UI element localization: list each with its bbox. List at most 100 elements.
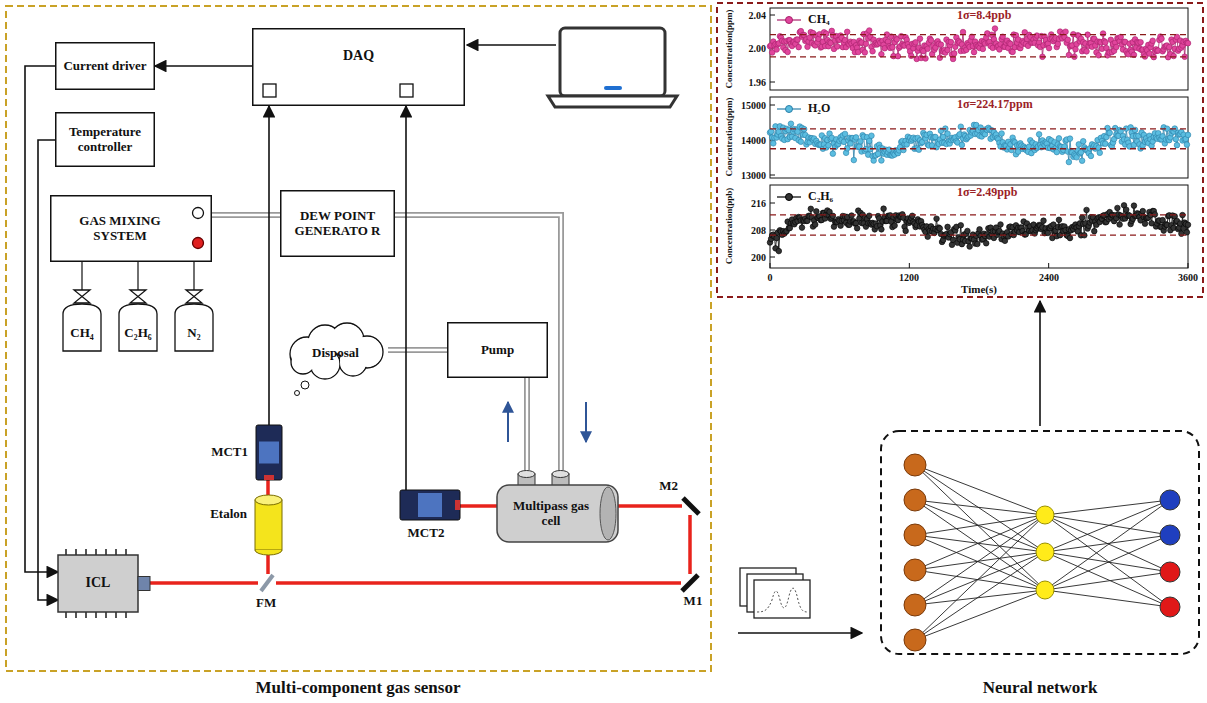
sigma-label: 1σ=2.49ppb: [955, 186, 1019, 199]
signal-wire: [193, 262, 194, 290]
connector-group: [138, 262, 139, 290]
box-outline: [56, 43, 155, 90]
cylinder-valve: [74, 290, 90, 303]
text-area: Pump: [453, 322, 542, 378]
legend-sample: [786, 17, 793, 24]
cell-port: [518, 471, 535, 478]
connector-group: [406, 106, 407, 490]
sigma-line: [770, 128, 1188, 129]
flip-mirror-plate: [261, 575, 273, 591]
data-points: [767, 203, 1191, 254]
node-shape: [60, 290, 104, 352]
tick-mark: [770, 257, 775, 258]
port-square: [263, 84, 276, 97]
gas-cylinder: CH₄: [60, 290, 104, 352]
network-neurons: [904, 454, 1180, 651]
node-label: N₂: [187, 326, 200, 341]
tick-mark: [770, 15, 775, 16]
connector-group: [460, 506, 497, 507]
mirror: M2: [682, 497, 700, 515]
connector-group: [388, 350, 447, 351]
cell-body: [497, 485, 618, 542]
detector-body: [400, 490, 460, 520]
box-outline: [281, 191, 395, 257]
tick-label: 14000: [741, 135, 766, 146]
laser-beam: [266, 555, 270, 574]
laptop-base: [548, 96, 677, 107]
legend-samples: [775, 13, 803, 204]
node-label: C₂H₆: [124, 326, 151, 341]
tube-bore: [388, 349, 447, 351]
connector-group: [268, 480, 269, 495]
signal-wire: [137, 262, 138, 290]
legend-label: CH₄: [806, 13, 832, 26]
tick-mark: [770, 82, 775, 83]
pump-box: Pump: [447, 322, 548, 378]
text-area: N₂: [172, 314, 216, 352]
node-shape: [116, 290, 160, 352]
gas-tube: [524, 378, 530, 470]
node-shape: [880, 430, 1200, 655]
mixing-box: GAS MIXING SYSTEM: [50, 195, 212, 262]
etalon-end: [255, 495, 282, 505]
flip-mirror: FM: [258, 574, 276, 592]
gas-cylinder: N₂: [172, 290, 216, 352]
laser-beam: [276, 581, 681, 585]
connector-group: [150, 583, 258, 584]
tick-label: 2.00: [749, 43, 767, 54]
connector-group: [194, 262, 195, 290]
connector-group: [268, 555, 269, 574]
cylinder-valve: [186, 290, 202, 303]
disposal-cloud: Disposal: [283, 322, 388, 377]
signal-wire: [81, 262, 82, 290]
sigma-line: [770, 234, 1188, 235]
node-label: DAQ: [343, 48, 374, 64]
sigma-line: [770, 214, 1188, 215]
detector: MCT1: [256, 425, 282, 480]
text-area: Multipass gas cell: [505, 487, 597, 540]
port-square: [400, 84, 413, 97]
tick-label: 2.04: [749, 10, 767, 21]
etalon-end: [255, 550, 282, 555]
box-outline: [448, 323, 548, 378]
mirror-plate: [683, 498, 699, 514]
laser-emitter: [138, 577, 150, 591]
connector-group: [527, 378, 528, 470]
part-label: M2: [659, 479, 678, 494]
connector-group: [618, 506, 682, 507]
data-line: [770, 124, 1188, 162]
sigma-line: [770, 56, 1188, 57]
gas-cell: Multipass gas cell: [497, 470, 618, 542]
cylinder-body: [119, 304, 157, 351]
text-area: GAS MIXING SYSTEM: [56, 195, 184, 262]
node-label: CH₄: [70, 326, 93, 341]
chart-panel: [717, 3, 1203, 297]
legend-ground: [775, 190, 803, 204]
text-area: Disposal: [297, 336, 374, 370]
spectrum-curve: [757, 588, 808, 612]
plot-frame: [770, 97, 1188, 178]
tick-mark: [770, 203, 775, 204]
axis-title: Concentration(ppb): [725, 188, 735, 265]
tick-label: 2400: [1039, 272, 1059, 283]
laser-chip: ICL: [58, 555, 150, 612]
valve-dot: [193, 208, 204, 219]
node-shape: [172, 290, 216, 352]
tick-label: 1.96: [749, 77, 767, 88]
node-shape: [400, 490, 460, 520]
tick-label: 3600: [1178, 272, 1198, 283]
panel-caption: Neural network: [983, 678, 1098, 698]
gas-cylinder: C₂H₆: [116, 290, 160, 352]
part-label: Etalon: [210, 507, 247, 522]
thought-bubble: [295, 391, 300, 396]
legend-ground: [775, 13, 803, 27]
sigma-label: 1σ=8.4ppb: [955, 9, 1013, 22]
daq-box: DAQ: [252, 28, 465, 106]
plot: [767, 8, 1191, 90]
text-area: Current driver: [61, 42, 149, 90]
laptop: [548, 28, 677, 107]
detector-window: [455, 500, 460, 510]
plot-frame: [770, 185, 1188, 268]
sigma-line: [770, 148, 1188, 149]
tick-label: 200: [751, 252, 766, 263]
